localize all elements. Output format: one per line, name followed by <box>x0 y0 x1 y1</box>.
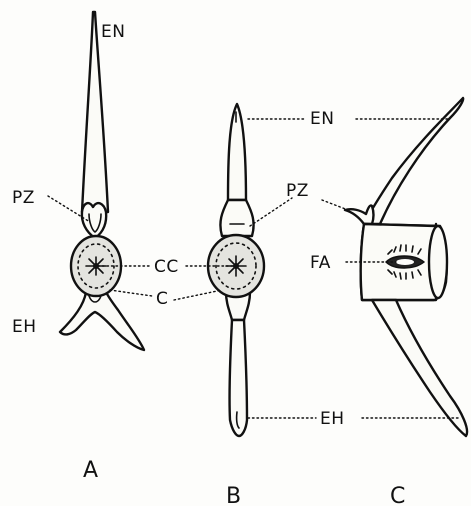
neural-spine-c <box>364 98 463 224</box>
neural-spine-b <box>228 104 246 200</box>
label-c: C <box>156 289 168 309</box>
label-pz-bc: PZ <box>286 181 309 201</box>
vertebra-c <box>345 98 467 436</box>
haemal-spine-c <box>372 300 467 436</box>
haemal-spine-b <box>230 320 247 436</box>
leader-pz-c <box>322 200 348 210</box>
neural-spine-a <box>82 12 108 212</box>
panel-label-b: B <box>226 484 241 506</box>
label-cc: CC <box>154 257 179 277</box>
haemal-spine-a <box>60 292 144 350</box>
vertebra-a <box>60 12 144 350</box>
prezygapophysis-b <box>220 200 253 236</box>
label-eh-a: EH <box>12 317 37 337</box>
notochord-canal-b <box>226 256 246 276</box>
prezygapophysis-c <box>345 205 374 224</box>
centrum-c-end <box>429 226 447 298</box>
prezygapophysis-a <box>82 203 106 238</box>
panel-label-c: C <box>390 484 405 506</box>
leader-pz-b <box>250 198 292 226</box>
label-eh-bc: EH <box>320 409 345 429</box>
panel-label-a: A <box>83 458 98 483</box>
label-pz-a: PZ <box>12 188 35 208</box>
label-en-bc: EN <box>310 109 334 129</box>
label-fa: FA <box>310 253 331 273</box>
vertebra-b <box>208 104 264 436</box>
label-en-a: EN <box>101 22 125 42</box>
